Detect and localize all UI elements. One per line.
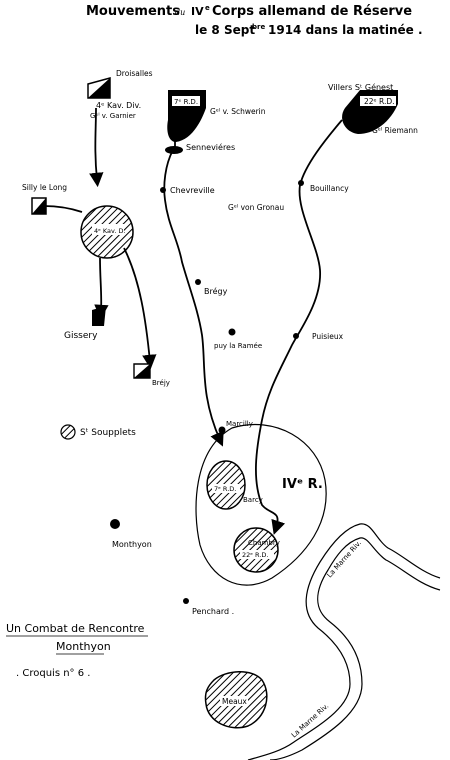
svg-text:e: e [205,4,210,12]
label-droisalles: Droisalles [116,69,153,78]
label-marcilly: Marcilly [226,420,253,428]
svg-text:Mouvements: Mouvements [86,4,180,19]
label-barcy: Barcy [243,496,263,504]
svg-text:IV: IV [191,5,204,18]
label-chambry: Chambry [248,539,280,547]
unit-labels: 4ᵉ Kav. Div. Gᵉˡ v. Garnier 4ᵉ Kav. D. 7… [90,97,418,559]
label-brejy: Bréjy [152,379,170,387]
label-kav-div: 4ᵉ Kav. Div. [96,101,141,110]
meaux-town [204,671,268,729]
label-riemann: Gᵉˡ Riemann [372,126,418,135]
label-villers: Villers Sᵗ Génest [328,82,393,92]
7rd-position [206,460,246,510]
dot-chevreville [160,187,166,193]
22rd-marker [342,90,398,134]
label-puy: puy la Ramée [214,342,262,350]
silly-flag [31,197,47,215]
route-kav-to-brejy [123,247,157,370]
dot-puy [228,328,236,336]
dot-bouillancy [298,180,304,186]
caption-line1: Un Combat de Rencontre [6,622,145,635]
village-dots [110,180,304,604]
label-monthyon: Monthyon [112,540,152,549]
gissery-flag [92,306,106,326]
label-bouillancy: Bouillancy [310,184,349,193]
brejy-flag [133,363,151,379]
label-7rd: 7ᵉ R.D. [174,98,198,106]
label-gissery: Gissery [64,331,98,341]
svg-text:bre: bre [252,23,265,31]
svg-text:1914 dans la matinée .: 1914 dans la matinée . [268,23,423,37]
label-bregy: Brégy [204,286,228,296]
svg-text:du: du [175,8,185,17]
marne-river [247,523,441,760]
label-meaux: Meaux [222,697,247,706]
caption: Un Combat de Rencontre Monthyon . Croqui… [6,622,148,679]
label-schwerin: Gᵉˡ v. Schwerin [210,107,266,116]
corps-zone-outline [195,423,327,586]
7rd-marker [165,90,206,154]
22rd-position [233,527,279,573]
svg-text:Corps allemand de Réserve: Corps allemand de Réserve [212,4,412,19]
dot-bregy [195,279,201,285]
route-kav-north [89,107,104,188]
label-marne-upper: La Marne Riv. [326,539,363,579]
dot-marcilly [218,426,226,434]
label-22rd-small: 22ᵉ R.D. [242,551,268,559]
march-routes [43,107,343,535]
label-22rd: 22ᵉ R.D. [364,97,395,106]
svg-text:le 8 Sept: le 8 Sept [195,23,255,37]
caption-line2: Monthyon [56,640,111,653]
label-puisieux: Puisieux [312,332,344,341]
kav-div-position [80,205,134,259]
label-penchard: Penchard . [192,607,234,616]
label-st-soupplets: Sᵗ Soupplets [80,428,136,438]
place-labels: Droisalles Silly le Long Gissery Bréjy S… [22,69,393,706]
label-gronau: Gᵉˡ von Gronau [228,203,284,212]
label-chevreville: Chevreville [170,186,215,195]
label-corps: IVᵉ R. [282,477,323,492]
label-senevieres: Senneviéres [186,142,235,152]
caption-line3: . Croquis n° 6 . [16,668,90,679]
st-soupplets-marker [60,424,76,440]
route-kav-to-gissery [94,257,109,320]
label-kav-mark: 4ᵉ Kav. D. [94,227,126,235]
map-title: Mouvements du IV e Corps allemand de Rés… [86,4,423,37]
dot-penchard [183,598,189,604]
label-garnier: Gᵉˡ v. Garnier [90,112,136,120]
dot-puisieux [293,333,299,339]
route-kav-to-silly [43,205,83,213]
label-silly: Silly le Long [22,183,67,192]
label-7rd-small: 7ᵉ R.D. [214,485,236,493]
kav-div-flag [87,77,111,99]
dot-monthyon [110,519,120,529]
